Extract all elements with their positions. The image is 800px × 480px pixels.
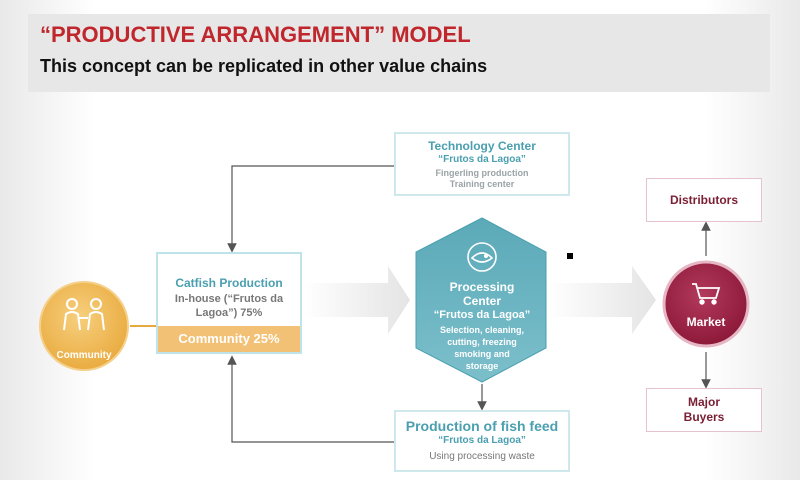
community-label: Community	[56, 350, 112, 361]
people-icon	[63, 298, 105, 331]
catfish-production-line2: Lagoa”) 75%	[195, 307, 263, 319]
distributors-box: Distributors	[646, 178, 762, 222]
processing-center-brand: “Frutos da Lagoa”	[433, 309, 531, 321]
fish-feed-title: Production of fish feed	[405, 418, 559, 434]
market-label: Market	[686, 315, 726, 329]
community-circle	[39, 281, 129, 371]
technology-center-line2: Training center	[449, 179, 515, 189]
fish-icon	[467, 242, 497, 272]
connector-feed-to-catfish	[227, 355, 394, 443]
processing-center-hexagon	[415, 217, 547, 383]
shopping-cart-icon	[692, 283, 721, 305]
technology-center-box: Technology Center “Frutos da Lagoa” Fing…	[394, 132, 570, 196]
fish-feed-box: Production of fish feed “Frutos da Lagoa…	[394, 410, 570, 472]
catfish-production-line1: In-house (“Frutos da	[174, 293, 284, 305]
market-circle	[662, 260, 750, 348]
header-banner: “PRODUCTIVE ARRANGEMENT” MODEL This conc…	[28, 14, 770, 92]
community-share-bar: Community 25%	[158, 326, 300, 352]
major-buyers-box: Major Buyers	[646, 388, 762, 432]
catfish-production-title: Catfish Production	[175, 276, 283, 290]
processing-center-desc2: cutting, freezing	[447, 337, 517, 347]
fish-feed-brand: “Frutos da Lagoa”	[438, 435, 526, 446]
catfish-production-box: Catfish Production In-house (“Frutos da …	[156, 252, 302, 354]
connector-tech-to-catfish	[227, 165, 394, 253]
processing-center-desc3: smoking and	[454, 349, 510, 359]
technology-center-line1: Fingerling production	[435, 168, 529, 178]
fish-feed-desc: Using processing waste	[429, 451, 535, 462]
major-buyers-line2: Buyers	[683, 410, 725, 424]
stray-dot	[567, 253, 573, 259]
flow-arrow-processing-to-market	[548, 266, 656, 334]
page-subtitle: This concept can be replicated in other …	[40, 56, 488, 76]
processing-center-label: Processing Center “Frutos da Lagoa” Sele…	[418, 280, 546, 372]
page-title: “PRODUCTIVE ARRANGEMENT” MODEL	[40, 22, 471, 47]
processing-center-desc1: Selection, cleaning,	[439, 325, 525, 335]
processing-center-desc4: storage	[465, 361, 499, 371]
major-buyers-line1: Major	[687, 395, 720, 409]
processing-center-line2: Center	[462, 294, 501, 308]
processing-center-line1: Processing	[449, 280, 515, 294]
technology-center-title: Technology Center	[428, 139, 536, 153]
technology-center-brand: “Frutos da Lagoa”	[438, 154, 526, 165]
flow-arrow-catfish-to-processing	[304, 266, 410, 334]
